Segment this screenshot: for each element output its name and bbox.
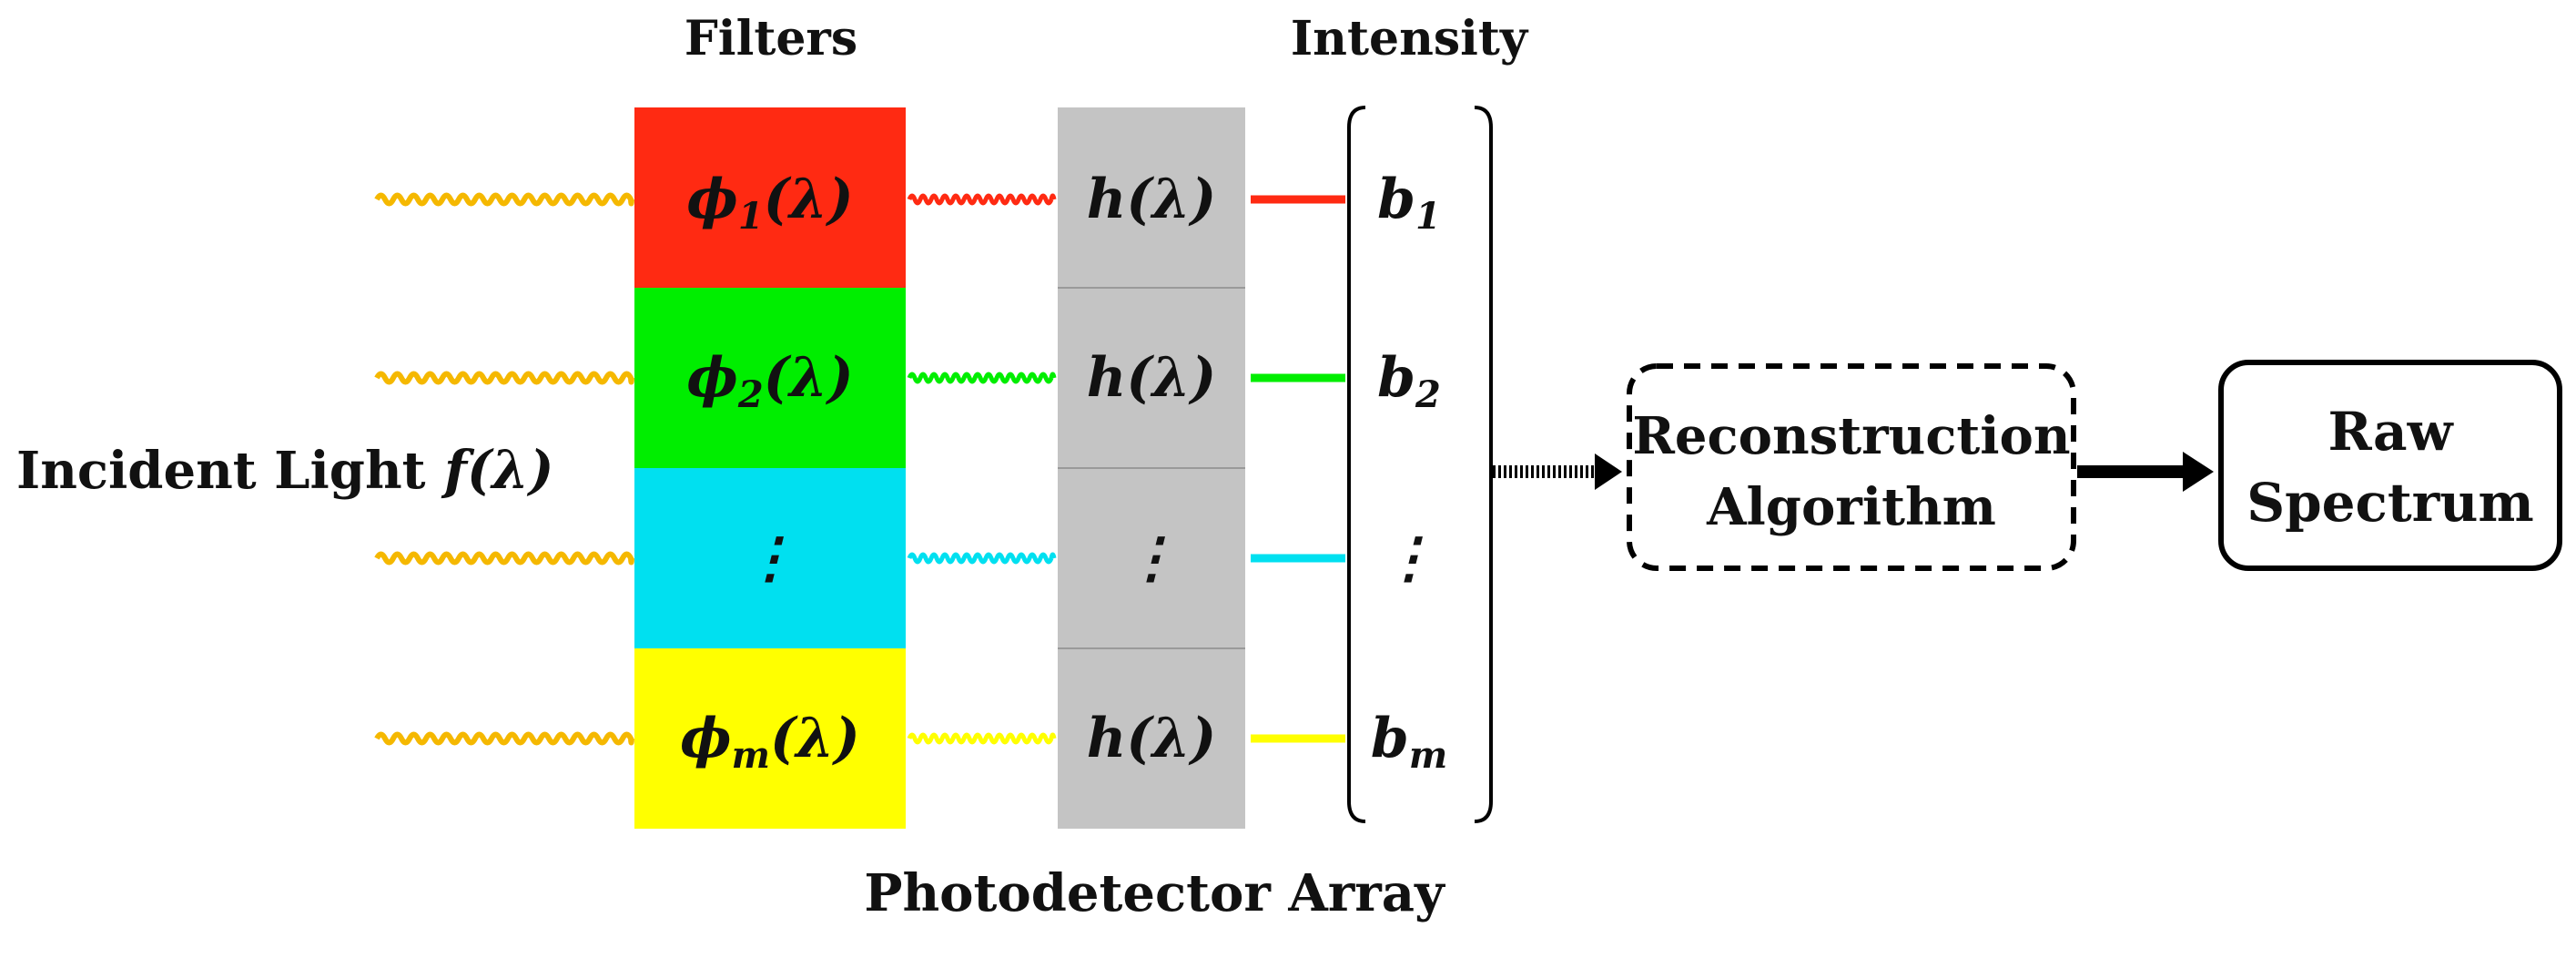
filter-label-argument: (λ) [764, 168, 854, 231]
photodetector-array-heading: Photodetector Array [864, 863, 1445, 923]
arrow-to-reconstruction [1493, 454, 1622, 490]
intensity-label-subscript: m [1409, 734, 1447, 777]
arrow-to-output [2077, 452, 2214, 492]
intensity-label: b1 [1377, 168, 1441, 238]
raw-spectrum-box [2218, 360, 2562, 571]
detector-label: ⋮ [1124, 526, 1179, 590]
incident-wave [374, 371, 634, 385]
filtered-wave [907, 372, 1057, 384]
incident-light-label: Incident Light [16, 441, 426, 501]
filtered-wave [907, 732, 1057, 745]
filter-label-argument: (λ) [770, 707, 860, 770]
reconstruction-label-line1: Reconstruction [1632, 406, 2070, 466]
detector-label: h(λ) [1087, 168, 1216, 231]
filter-label-base: ϕ [686, 346, 737, 410]
diagram-row: ϕm(λ)h(λ)bm [374, 647, 1447, 829]
filter-label: ϕ1(λ) [686, 168, 853, 238]
reconstruction-box [1627, 363, 2076, 571]
filter-block [634, 468, 906, 648]
filter-block [634, 107, 906, 288]
filter-label: ⋮ [743, 526, 797, 590]
filter-label-argument: (λ) [764, 346, 854, 410]
filter-label-subscript: 1 [738, 195, 764, 238]
intensity-bracket-left [1347, 106, 1366, 823]
intensity-label-base: ⋮ [1382, 526, 1436, 590]
raw-spectrum-label-line1: Raw [2328, 401, 2454, 463]
filter-label-base: ⋮ [743, 526, 797, 590]
reconstruction-label-line2: Algorithm [1706, 477, 1996, 537]
intensity-label: bm [1371, 707, 1447, 777]
intensity-label-subscript: 2 [1415, 373, 1441, 416]
filtered-wave [907, 552, 1057, 565]
detector-label: h(λ) [1087, 707, 1216, 770]
filter-block [634, 288, 906, 468]
detector-label: h(λ) [1087, 346, 1216, 410]
intensity-label: b2 [1377, 346, 1441, 416]
intensity-bracket-right [1474, 106, 1493, 823]
incident-wave [374, 551, 634, 566]
intensity-heading: Intensity [1291, 11, 1529, 66]
filter-label-base: ϕ [686, 168, 737, 231]
diagram-row: ϕ2(λ)h(λ)b2 [374, 287, 1441, 468]
incident-light-symbol: f(λ) [441, 439, 554, 501]
filter-label-base: ϕ [680, 707, 731, 770]
incident-wave [374, 192, 634, 207]
filter-label: ϕm(λ) [680, 707, 860, 777]
intensity-label-base: b [1371, 707, 1409, 770]
filter-label: ϕ2(λ) [686, 346, 853, 416]
intensity-label: ⋮ [1382, 526, 1436, 590]
intensity-label-base: b [1377, 168, 1415, 231]
filter-label-subscript: 2 [737, 373, 764, 416]
filters-heading: Filters [685, 11, 857, 66]
incident-wave [374, 731, 634, 746]
intensity-label-subscript: 1 [1415, 195, 1441, 238]
filtered-wave [907, 193, 1057, 206]
intensity-label-base: b [1377, 346, 1415, 410]
raw-spectrum-label-line2: Spectrum [2246, 472, 2534, 534]
filter-block [634, 648, 906, 829]
diagram-row: ⋮ ⋮ ⋮ [374, 467, 1436, 648]
filter-label-subscript: m [732, 734, 770, 777]
diagram-row: ϕ1(λ)h(λ)b1 [374, 107, 1441, 288]
